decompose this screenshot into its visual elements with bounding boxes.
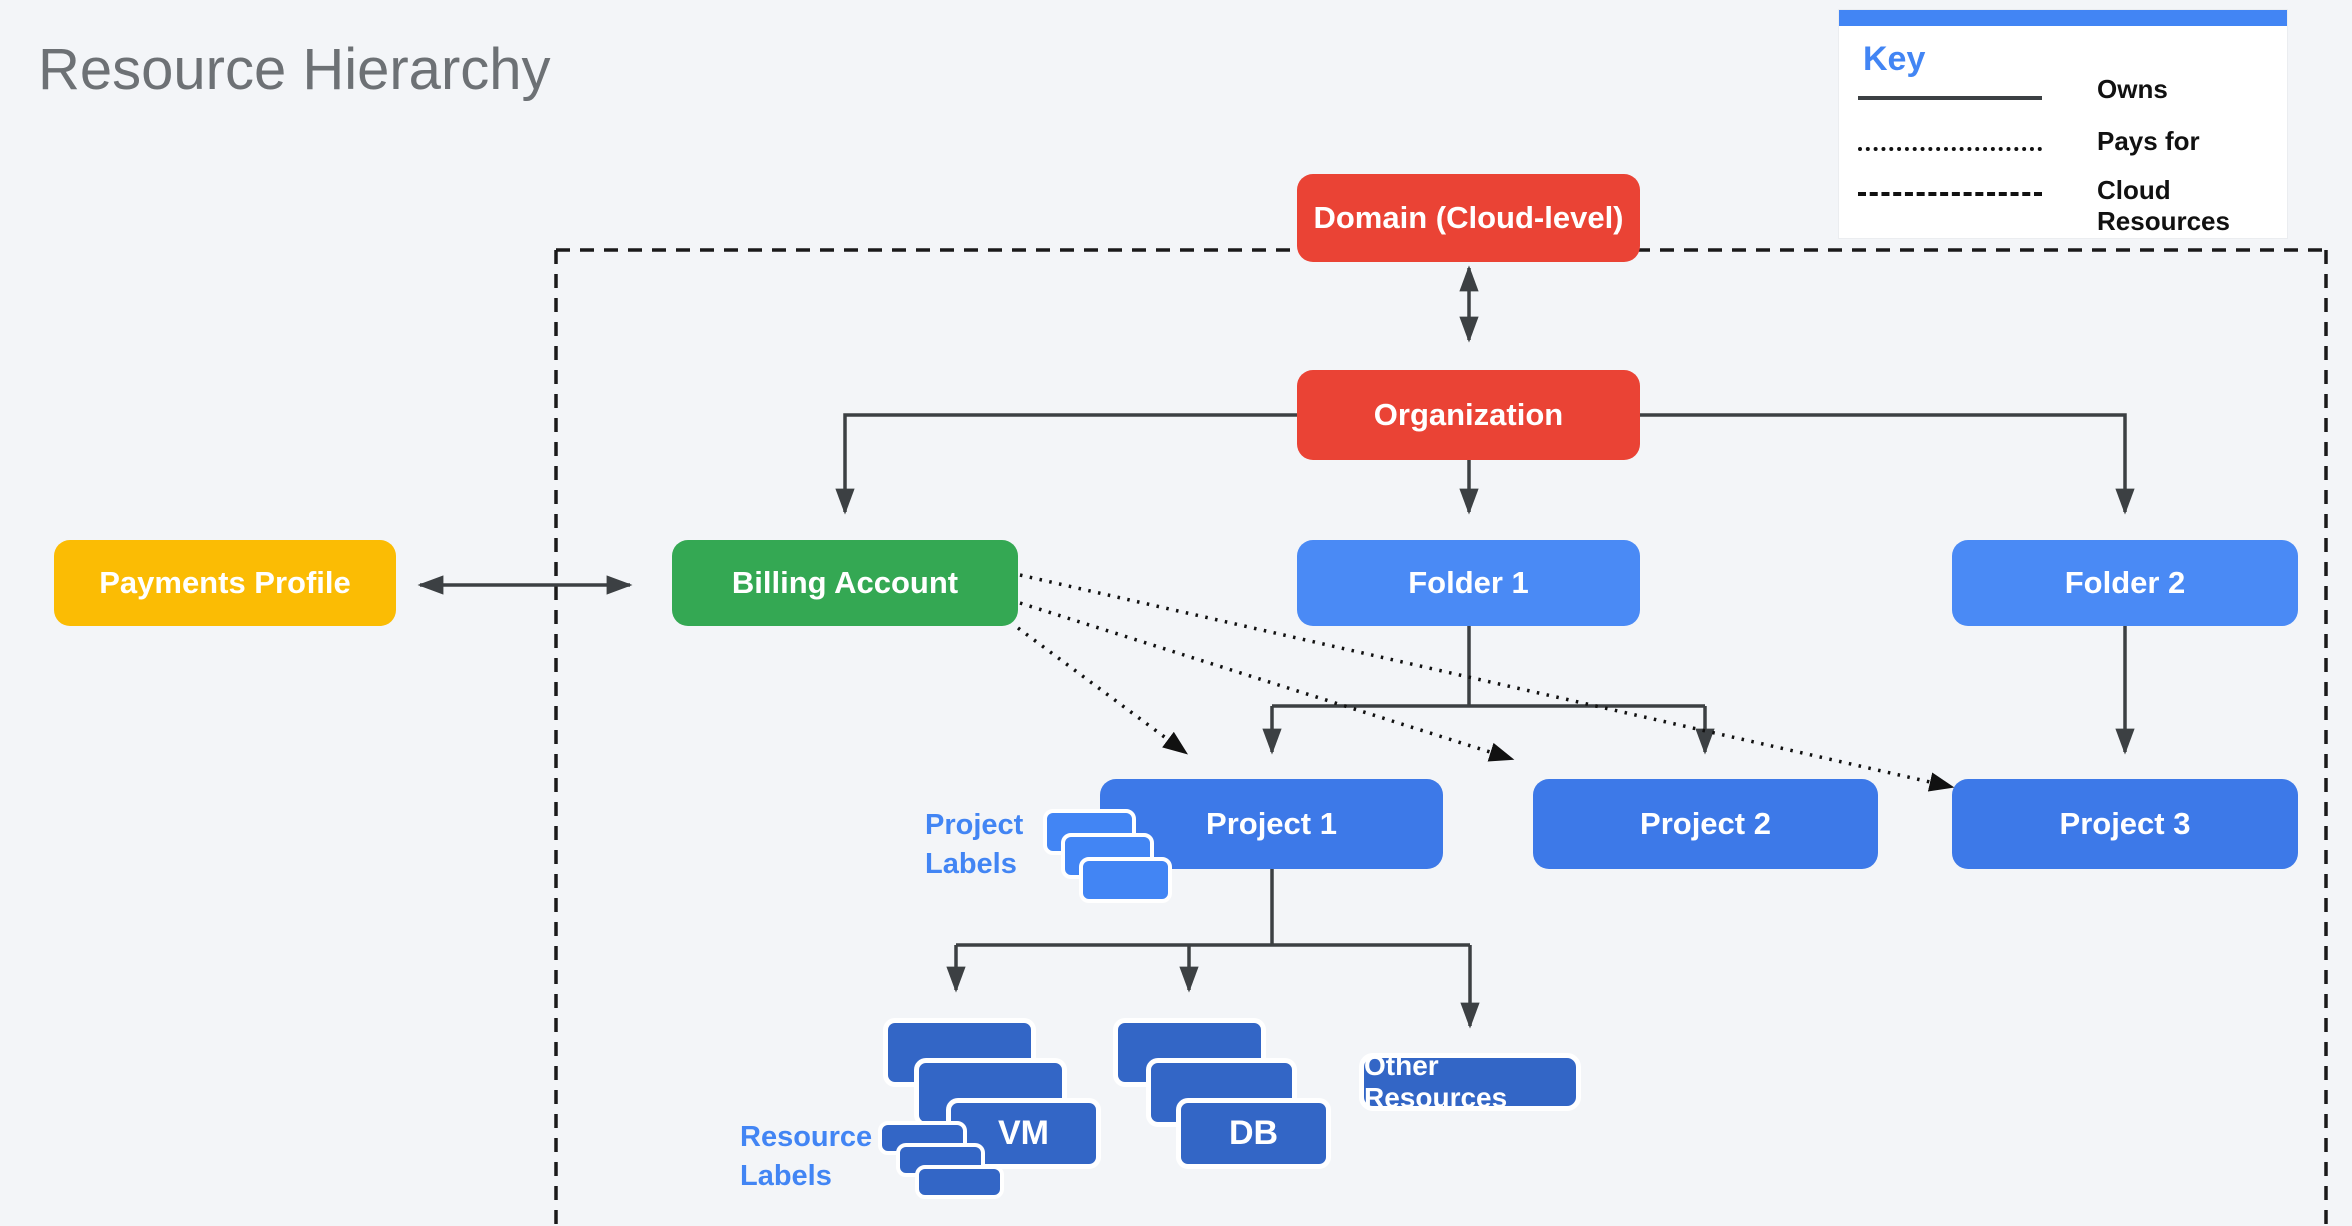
cloud-boundary (554, 248, 2328, 1226)
annotation-resource-labels: Resource Labels (740, 1118, 872, 1196)
annotation-line: Project (925, 809, 1024, 841)
annotation-line: Resource (740, 1121, 873, 1153)
resource-label-card (915, 1165, 1004, 1199)
annotation-line: Labels (740, 1160, 832, 1192)
owns-connectors (417, 265, 2135, 1029)
annotation-line: Labels (925, 848, 1017, 880)
label-card (1079, 857, 1172, 903)
legend-dashed-line-sample (1858, 192, 2042, 196)
pays-for-connectors (1016, 573, 1955, 792)
legend-top-bar (1839, 10, 2287, 26)
node-domain: Domain (Cloud-level) (1297, 174, 1640, 262)
node-folder-2: Folder 2 (1952, 540, 2298, 626)
node-billing-account: Billing Account (672, 540, 1018, 626)
page-title: Resource Hierarchy (38, 37, 551, 102)
node-db: DB (1176, 1098, 1331, 1169)
legend-panel: Key Owns Pays for Cloud Resources (1839, 10, 2287, 238)
legend-solid-line-sample (1858, 96, 2042, 100)
node-folder-1: Folder 1 (1297, 540, 1640, 626)
node-project-1: Project 1 (1100, 779, 1443, 869)
legend-dotted-line-sample (1858, 147, 2042, 151)
legend-label-cloud-resources: Cloud Resources (2097, 175, 2230, 236)
node-project-2: Project 2 (1533, 779, 1878, 869)
node-other-resources: Other Resources (1359, 1050, 1581, 1113)
legend-heading: Key (1863, 40, 1926, 78)
node-project-3: Project 3 (1952, 779, 2298, 869)
legend-label-pays-for: Pays for (2097, 126, 2200, 156)
annotation-project-labels: Project Labels (925, 806, 1023, 884)
legend-label-owns: Owns (2097, 74, 2168, 104)
node-payments-profile: Payments Profile (54, 540, 396, 626)
node-organization: Organization (1297, 370, 1640, 460)
